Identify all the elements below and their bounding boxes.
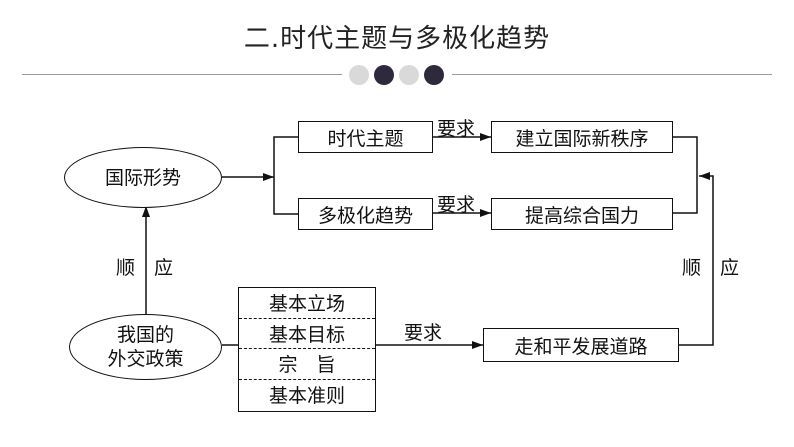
edge-label-require-top: 要求: [437, 118, 476, 140]
node-comprehensive-power: 提高综合国力: [491, 198, 673, 230]
principle-item: 基本准则: [268, 385, 345, 408]
decor-dot-2: [374, 65, 394, 85]
node-era-theme: 时代主题: [298, 121, 433, 153]
edge-right-bracket: [673, 136, 698, 214]
decor-dot-4: [424, 65, 444, 85]
principle-item: 基本目标: [239, 319, 375, 349]
edge-label-comply-left: 顺 应: [116, 257, 174, 279]
edge-label-comply-right: 顺 应: [682, 257, 740, 279]
principles-list: 基本立场 基本目标 宗 旨 基本准则: [238, 287, 376, 412]
decor-dot-1: [349, 65, 369, 85]
edge-bracket: [273, 136, 298, 215]
title-divider-right: [452, 74, 772, 75]
edge-label-require-bottom: 要求: [404, 322, 443, 344]
edge-label-require-mid: 要求: [437, 194, 476, 216]
node-multipolar-trend: 多极化趋势: [298, 198, 433, 230]
title-divider-left: [22, 74, 342, 75]
node-new-international-order: 建立国际新秩序: [491, 121, 673, 153]
principle-item: 宗 旨: [239, 349, 375, 380]
decor-dot-3: [399, 65, 419, 85]
principle-item: 基本立场: [239, 288, 375, 319]
node-international-situation: 国际形势: [64, 147, 222, 208]
page-title: 二.时代主题与多极化趋势: [243, 24, 551, 54]
node-foreign-policy-text: 我国的 外交政策: [107, 324, 184, 370]
node-peaceful-development: 走和平发展道路: [483, 328, 679, 362]
node-foreign-policy: 我国的 外交政策: [69, 314, 222, 380]
edge-road-to-bracket: [679, 172, 714, 346]
